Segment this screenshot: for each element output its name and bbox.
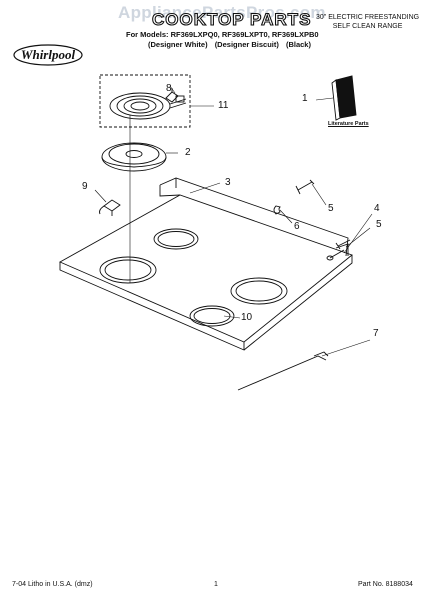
product-line-2: SELF CLEAN RANGE <box>332 23 403 30</box>
callout-9: 9 <box>82 181 88 192</box>
callout-7: 7 <box>373 328 379 339</box>
literature-booklet <box>331 75 357 121</box>
callout-3: 3 <box>225 177 231 188</box>
variant-biscuit: (Designer Biscuit) <box>214 40 279 49</box>
leader-lines <box>94 85 373 357</box>
whirlpool-logo: Whirlpool <box>13 44 83 66</box>
bracket <box>326 249 345 261</box>
footer-part-number: Part No. 8188034 <box>358 581 413 588</box>
page-title: COOKTOP PARTS <box>151 9 312 29</box>
cooktop-panel <box>58 177 353 351</box>
support-rod <box>237 351 329 391</box>
literature-parts-label: Literature Parts <box>328 121 369 127</box>
variant-black: (Black) <box>285 40 311 49</box>
footer-print-info: 7-04 Litho in U.S.A. (dmz) <box>12 581 93 588</box>
footer-page-number: 1 <box>214 581 218 588</box>
wire-lead <box>99 199 121 216</box>
burner-opening-rear-right <box>230 277 288 305</box>
element-group-box <box>99 74 191 128</box>
screw-upper <box>295 179 315 195</box>
logo-text: Whirlpool <box>21 47 76 62</box>
callout-5-upper: 5 <box>328 203 334 214</box>
product-line-1: 30" ELECTRIC FREESTANDING <box>316 14 420 21</box>
drip-bowl <box>101 142 167 172</box>
callout-8: 8 <box>166 83 172 94</box>
burner-opening-front-right <box>189 305 235 327</box>
callout-2: 2 <box>185 147 191 158</box>
clip <box>273 205 281 215</box>
callout-4: 4 <box>374 203 380 214</box>
callout-1: 1 <box>302 93 308 104</box>
callout-10: 10 <box>241 312 253 323</box>
screw-lower <box>335 239 351 250</box>
burner-opening-front-left <box>99 256 157 284</box>
variant-white: (Designer White) <box>148 40 208 49</box>
callout-11: 11 <box>218 100 229 111</box>
callout-6: 6 <box>294 221 300 232</box>
callout-5-lower: 5 <box>376 219 382 230</box>
burner-opening-rear-left <box>153 228 199 250</box>
watermark: AppliancePartsPros.com <box>118 3 326 22</box>
color-variants: (Designer White) (Designer Biscuit) (Bla… <box>148 40 316 49</box>
product-description: 30" ELECTRIC FREESTANDING SELF CLEAN RAN… <box>316 13 419 31</box>
surface-element <box>109 92 187 120</box>
model-list: For Models: RF369LXPQ0, RF369LXPT0, RF36… <box>126 30 319 39</box>
